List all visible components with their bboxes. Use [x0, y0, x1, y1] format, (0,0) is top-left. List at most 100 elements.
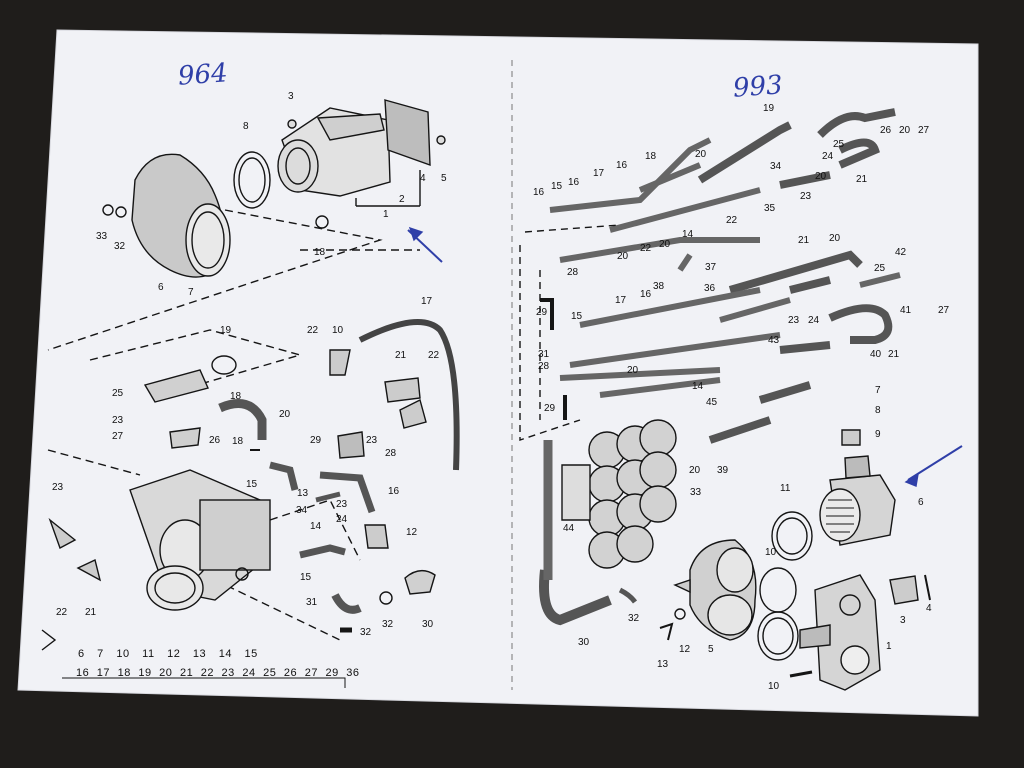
part-label: 20 [899, 125, 911, 136]
part-label: 38 [653, 281, 665, 292]
part-label: 17 [615, 295, 627, 306]
part-label: 20 [617, 251, 629, 262]
part-label: 29 [544, 403, 556, 414]
part-label: 23 [800, 191, 812, 202]
part-label: 42 [895, 247, 907, 258]
part-label: 12 [679, 644, 691, 655]
part-label: 16 [616, 160, 628, 171]
part-label: 14 [682, 229, 694, 240]
part-label: 5 [708, 644, 714, 655]
part-label: 19 [763, 103, 775, 114]
part-label: 23 [52, 482, 64, 493]
part-label: 21 [798, 235, 810, 246]
part-label: 5 [441, 173, 447, 184]
part-label: 18 [645, 151, 657, 162]
part-label: 29 [536, 307, 548, 318]
part-label: 17 [421, 296, 433, 307]
part-label: 4 [420, 173, 426, 184]
part-label: 2 [399, 194, 405, 205]
part-label: 19 [220, 325, 232, 336]
part-label: 16 [388, 486, 400, 497]
part-label: 4 [926, 603, 932, 614]
part-label: 17 [593, 168, 605, 179]
part-label: 18 [232, 436, 244, 447]
part-label: 1 [383, 209, 389, 220]
legend-bracket [62, 677, 346, 688]
part-label: 6 [918, 497, 924, 508]
part-label: 23 [112, 415, 124, 426]
part-label: 35 [764, 203, 776, 214]
part-label: 9 [875, 429, 881, 440]
part-label: 11 [780, 483, 791, 494]
part-label: 41 [900, 305, 912, 316]
part-label: 15 [246, 479, 258, 490]
part-label: 43 [768, 335, 780, 346]
right-diagram [519, 108, 963, 691]
part-label: 21 [395, 350, 407, 361]
part-label: 45 [706, 397, 718, 408]
part-label: 26 [880, 125, 892, 136]
part-label: 32 [360, 627, 372, 638]
part-label: 22 [640, 243, 652, 254]
part-label: 39 [717, 465, 729, 476]
part-label: 16 [533, 187, 545, 198]
part-label: 20 [659, 239, 671, 250]
part-label: 22 [307, 325, 319, 336]
part-label: 24 [808, 315, 820, 326]
part-label: 28 [385, 448, 397, 459]
part-label: 12 [406, 527, 418, 538]
part-label: 33 [96, 231, 108, 242]
part-label: 10 [332, 325, 344, 336]
part-label: 21 [85, 607, 97, 618]
part-label: 8 [875, 405, 881, 416]
part-label: 7 [875, 385, 881, 396]
part-label: 32 [382, 619, 394, 630]
part-label: 15 [551, 181, 563, 192]
part-label: 31 [538, 349, 550, 360]
left-diagram [41, 99, 460, 688]
part-label: 25 [874, 263, 886, 274]
part-label: 20 [279, 409, 291, 420]
part-label: 23 [336, 499, 348, 510]
part-label: 21 [888, 349, 900, 360]
bracket-26 [169, 427, 201, 449]
part-label: 37 [705, 262, 717, 273]
legend-row-1: 6 7 10 11 12 13 14 15 [78, 648, 258, 660]
part-label: 29 [310, 435, 322, 446]
part-label: 25 [833, 139, 845, 150]
part-label: 21 [856, 174, 868, 185]
part-label: 14 [310, 521, 322, 532]
part-label: 1 [886, 641, 892, 652]
handwritten-993: 993 [732, 70, 784, 104]
part-label: 27 [112, 431, 124, 442]
part-label: 30 [578, 637, 590, 648]
part-label: 3 [288, 91, 294, 102]
part-label: 16 [568, 177, 580, 188]
part-label: 20 [627, 365, 639, 376]
legend-row-2: 16 17 18 19 20 21 22 23 24 25 26 27 29 3… [76, 667, 360, 679]
handwritten-964: 964 [177, 58, 229, 92]
part-label: 20 [815, 171, 827, 182]
part-label: 13 [657, 659, 669, 670]
part-label: 10 [768, 681, 780, 692]
part-label: 31 [306, 597, 318, 608]
part-label: 27 [918, 125, 930, 136]
part-label: 13 [297, 488, 309, 499]
part-label: 6 [158, 282, 164, 293]
part-label: 20 [829, 233, 841, 244]
part-label: 34 [770, 161, 782, 172]
part-label: 22 [726, 215, 738, 226]
part-label: 40 [870, 349, 882, 360]
part-label: 23 [788, 315, 800, 326]
part-label: 18 [230, 391, 242, 402]
part-label: 44 [563, 523, 575, 534]
part-label: 3 [900, 615, 906, 626]
part-label: 18 [314, 247, 326, 258]
part-label: 28 [538, 361, 550, 372]
part-label: 22 [56, 607, 68, 618]
part-label: 20 [695, 149, 707, 160]
part-label: 15 [571, 311, 583, 322]
part-label: 26 [209, 435, 221, 446]
